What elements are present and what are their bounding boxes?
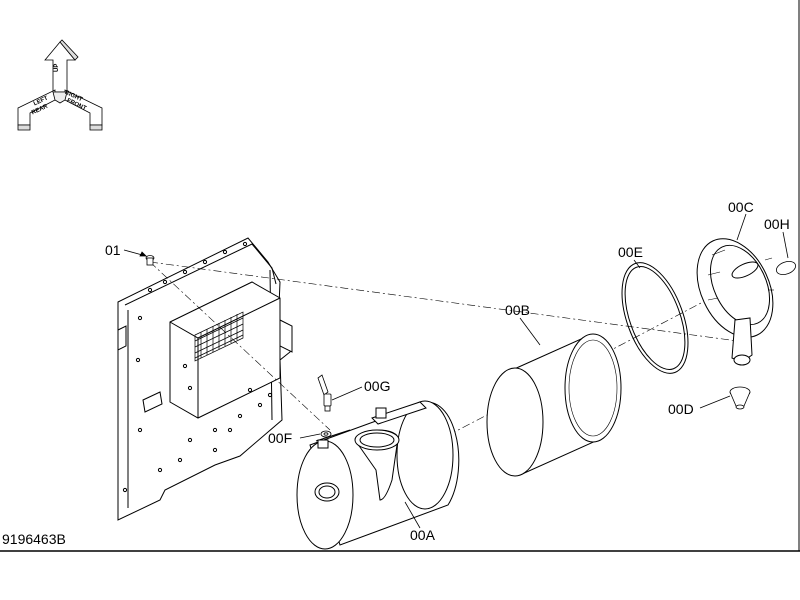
callout-00D: 00D	[668, 401, 694, 417]
callout-00F: 00F	[268, 430, 292, 446]
callout-00B: 00B	[505, 302, 530, 318]
seal-disc	[775, 261, 797, 275]
callout-00H: 00H	[764, 216, 790, 232]
restriction-indicator-part	[317, 374, 332, 412]
mounting-plate	[117, 237, 293, 521]
filter-element	[486, 333, 622, 477]
bolt-part	[145, 255, 155, 266]
callout-00G: 00G	[364, 378, 390, 394]
orientation-compass-icon	[17, 39, 103, 131]
callout-00A: 00A	[410, 527, 436, 543]
callout-01: 01	[105, 242, 121, 258]
end-cover	[696, 238, 774, 366]
gasket-ring	[621, 262, 689, 374]
compass-label-up: UP	[54, 64, 60, 72]
nut-part	[320, 430, 332, 438]
dust-valve	[729, 386, 751, 410]
callout-00C: 00C	[728, 199, 754, 215]
air-cleaner-housing	[296, 400, 460, 550]
compass-label-left: LEFT	[33, 95, 49, 107]
callout-leaders	[123, 213, 789, 529]
drawing-number: 9196463B	[2, 531, 66, 547]
callout-00E: 00E	[618, 244, 643, 260]
